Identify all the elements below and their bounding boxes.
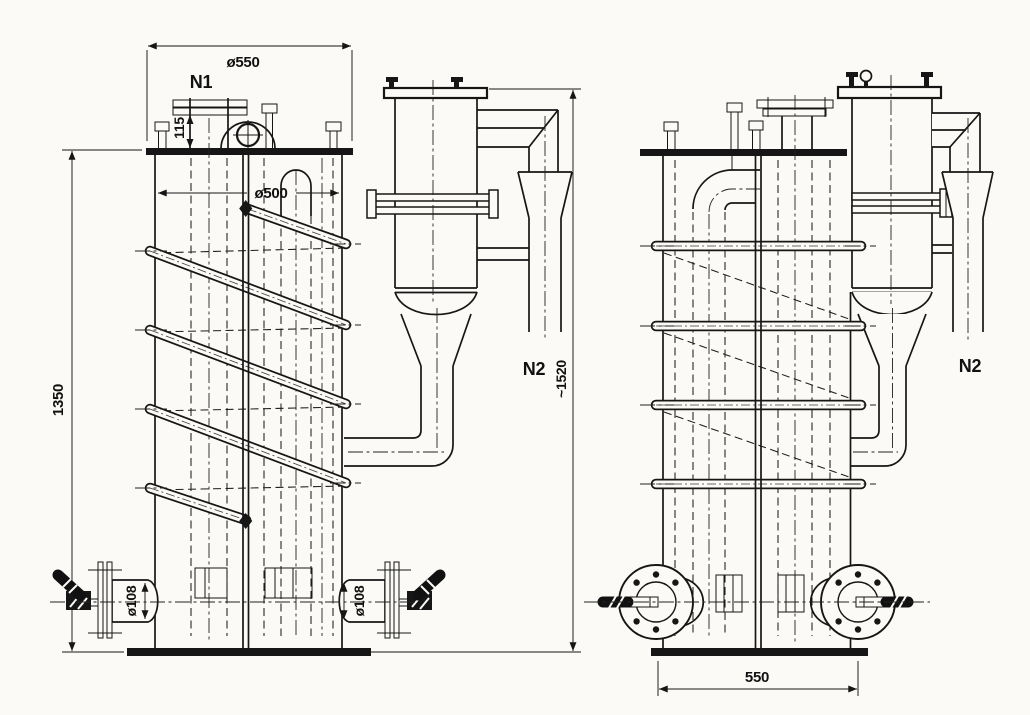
label-right-nozzle-dia: ø108 xyxy=(351,585,367,616)
return-pipe xyxy=(344,308,454,467)
front-view xyxy=(50,42,581,656)
lifting-ring xyxy=(859,69,873,83)
internal-tubes-hidden xyxy=(152,118,347,642)
valve-handle-left xyxy=(52,569,86,601)
dimension-outer-diameter xyxy=(146,42,353,141)
side-nozzle-right xyxy=(338,561,446,639)
top-fittings xyxy=(663,97,834,149)
label-inner-diameter: ø500 xyxy=(255,185,288,202)
label-shell-height: 1350 xyxy=(50,384,67,416)
label-base-width: 550 xyxy=(745,669,769,686)
internal-dome xyxy=(280,169,312,216)
internal-elbow xyxy=(692,156,760,213)
cyclone-separator xyxy=(836,69,994,467)
side-nozzle-left xyxy=(52,561,159,639)
dimension-base-width xyxy=(657,661,859,696)
return-pipe xyxy=(851,308,927,467)
label-nozzle-n2-front: N2 xyxy=(523,359,546,379)
lifting-lug xyxy=(220,120,276,150)
dimension-nozzle-height xyxy=(186,115,194,148)
side-view xyxy=(584,69,994,696)
label-nozzle-n2-side: N2 xyxy=(959,356,982,376)
valve-handle-right xyxy=(412,569,446,601)
outlet-duct xyxy=(932,112,994,340)
label-left-nozzle-dia: ø108 xyxy=(123,585,139,616)
spiral-coil xyxy=(640,240,876,490)
label-overall-height: ~1520 xyxy=(553,360,569,398)
outlet-duct xyxy=(477,109,573,340)
cyclone-separator xyxy=(344,77,573,467)
internal-tubes-hidden xyxy=(663,95,850,645)
top-fittings xyxy=(154,98,342,150)
label-outer-diameter: ø550 xyxy=(227,54,260,71)
central-tube xyxy=(754,156,762,648)
dimension-overall-height xyxy=(371,88,581,653)
label-nozzle-n1: N1 xyxy=(190,72,213,92)
dimension-shell-height xyxy=(62,149,142,653)
central-tube xyxy=(239,155,253,648)
label-nozzle-height: 115 xyxy=(171,117,187,139)
